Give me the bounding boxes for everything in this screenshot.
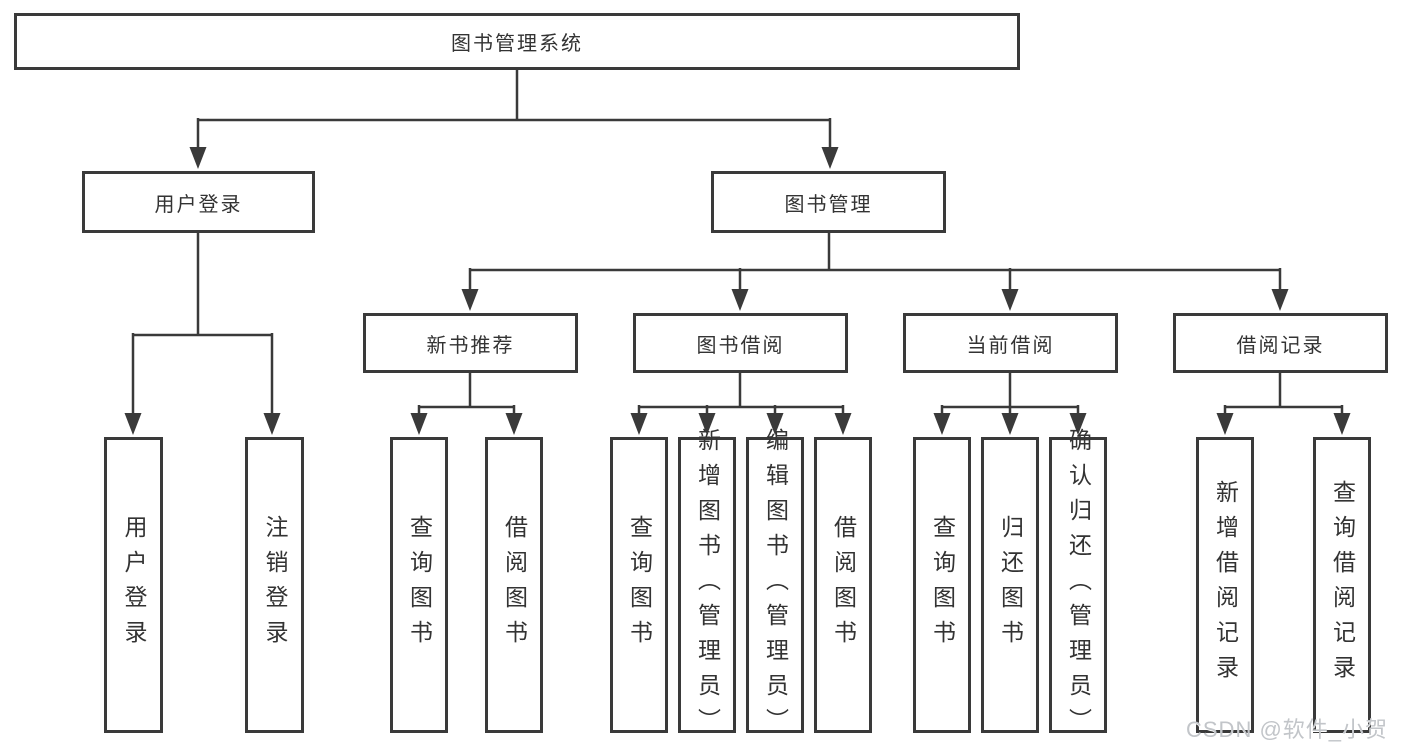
node-current-borrowing: 当前借阅	[903, 313, 1118, 373]
leaf-return-books: 归还图书	[981, 437, 1039, 733]
leaf-query-borrow-record: 查询借阅记录	[1313, 437, 1371, 733]
leaf-label: 编辑图书（管理员）	[762, 427, 789, 743]
leaf-add-borrow-record: 新增借阅记录	[1196, 437, 1254, 733]
node-new-book-recommendation: 新书推荐	[363, 313, 578, 373]
leaf-label: 借阅图书	[501, 515, 528, 655]
leaf-label: 用户登录	[121, 515, 147, 655]
leaf-label: 注销登录	[262, 515, 288, 655]
leaf-label: 查询图书	[929, 515, 956, 655]
leaf-query-books-current: 查询图书	[913, 437, 971, 733]
node-user-login: 用户登录	[82, 171, 315, 233]
leaf-confirm-return-admin: 确认归还（管理员）	[1049, 428, 1107, 743]
leaf-label: 新增借阅记录	[1212, 480, 1239, 690]
leaf-label: 借阅图书	[830, 515, 857, 655]
leaf-label: 新增图书（管理员）	[694, 427, 721, 743]
leaf-query-books-borrowing: 查询图书	[610, 437, 668, 733]
node-book-management: 图书管理	[711, 171, 946, 233]
leaf-label: 确认归还（管理员）	[1065, 427, 1092, 743]
leaf-borrow-books: 借阅图书	[814, 437, 872, 733]
node-borrowing-records: 借阅记录	[1173, 313, 1388, 373]
leaf-label: 查询图书	[406, 515, 433, 655]
leaf-add-book-admin: 新增图书（管理员）	[678, 428, 736, 743]
leaf-query-books-recommend: 查询图书	[390, 437, 448, 733]
leaf-logout-login: 注销登录	[245, 437, 304, 733]
node-library-management-system: 图书管理系统	[14, 13, 1020, 70]
leaf-label: 查询图书	[626, 515, 653, 655]
arrowheads	[124, 147, 1351, 435]
watermark: CSDN @软件_小贺同学	[1186, 717, 1389, 742]
leaf-user-login: 用户登录	[104, 437, 163, 733]
leaf-label: 查询借阅记录	[1329, 480, 1356, 690]
leaf-edit-book-admin: 编辑图书（管理员）	[746, 428, 804, 743]
leaf-label: 归还图书	[997, 515, 1024, 655]
node-book-borrowing: 图书借阅	[633, 313, 848, 373]
leaf-borrow-books-recommend: 借阅图书	[485, 437, 543, 733]
